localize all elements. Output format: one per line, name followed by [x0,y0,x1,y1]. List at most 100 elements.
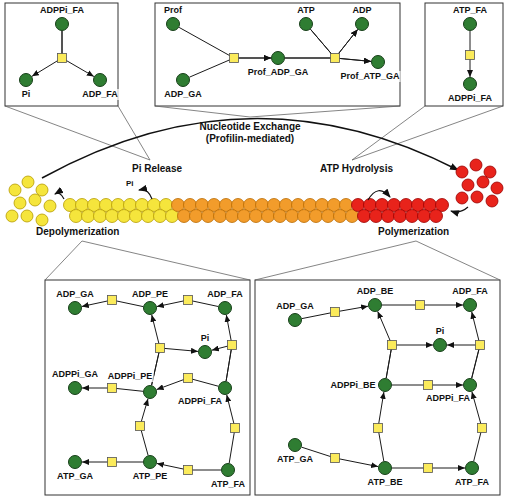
species-label: ADP_GA [275,301,315,312]
reaction-square [184,374,193,383]
actin-monomer [36,214,48,226]
reaction-square [108,458,117,467]
actin-subunit [178,210,191,223]
leader-line [352,106,503,160]
reaction-square [388,341,397,350]
reaction-square [108,384,117,393]
actin-monomer [36,184,48,196]
actin-monomer [462,179,474,191]
species-node: ADPPi_GA [68,381,82,395]
species-label: ATP_BE [367,477,404,488]
actin-subunit [106,210,119,223]
species-label: ADPPi_FA [425,393,471,404]
species-label: ATP_FA [454,477,490,488]
reaction-square [228,341,237,350]
species-node: ATP_FA [221,463,235,477]
leader-line [155,106,400,117]
species-label: Prof_ATP_GA [340,71,401,82]
species-node: ADPPi_PE [143,385,157,399]
actin-subunit [118,210,131,223]
species-label: ADP_FA [81,89,119,100]
actin-subunit [130,210,143,223]
species-label: Prof_ADP_GA [247,67,310,78]
reaction-square [331,54,340,63]
species-label: ADP_GA [55,289,95,300]
process-label: Pi [126,179,134,189]
species-label: ATP_FA [210,479,246,490]
actin-monomer [14,197,26,209]
species-label: ADP_PE [131,289,169,300]
reaction-connector [212,345,232,381]
species-label: ADP [351,5,372,16]
reaction-square [466,51,475,60]
species-label: Pi [200,333,211,344]
reaction-square [416,301,425,310]
reaction-square [58,54,67,63]
actin-monomer [456,166,468,178]
reaction-square [230,54,239,63]
actin-monomer [6,210,18,222]
reaction-square [184,296,193,305]
reaction-square [184,466,193,475]
hydrolysis-arrow [368,191,390,200]
actin-monomer [22,176,34,188]
species-node: Prof_ADP_GA [271,51,285,65]
species-label: ADPPi_BE [329,380,376,391]
actin-subunit [262,210,275,223]
species-node: ADP_GA [176,73,190,87]
actin-monomer [477,176,489,188]
species-node: ATP_GA [288,438,302,452]
actin-subunit [298,210,311,223]
actin-subunit [322,210,335,223]
actin-subunit [202,210,215,223]
species-node: ATP_FA [465,461,479,475]
species-node: ADPPi_FA [463,77,477,91]
species-label: ADPPi_PE [107,371,154,382]
panel-frame [5,3,118,106]
species-node: ADP_FA [93,73,107,87]
species-node: ADP_GA [68,301,82,315]
actin-monomer [29,194,41,206]
actin-monomer [44,200,56,212]
species-label: ATP_GA [56,471,94,482]
process-label: Depolymerization [36,226,119,238]
actin-subunit [250,210,263,223]
actin-monomer [21,210,33,222]
species-label: ATP [296,5,315,16]
actin-subunit [430,210,443,223]
actin-subunit [142,210,155,223]
reaction-connector [386,345,433,378]
actin-subunit [82,210,95,223]
reaction-square [136,422,145,431]
reaction-square [424,381,433,390]
pi-release-arrow [139,190,152,199]
species-node: Pi [433,338,447,352]
species-node: ATP_BE [378,461,392,475]
polymerization-arrow [451,207,468,212]
species-label: ADP_GA [163,89,203,100]
species-node: ADP_PE [143,301,157,315]
reaction-square [231,424,240,433]
species-node: Prof_ATP_GA [371,55,385,69]
reaction-square [476,341,485,350]
actin-subunit [274,210,287,223]
exchange-arc [42,118,458,178]
actin-monomer [456,192,468,204]
species-label: ADPPi_GA [51,369,99,380]
species-node: ATP_GA [68,455,82,469]
reaction-square [156,344,165,353]
species-node: ADPPi_FA [218,381,232,395]
reaction-square [424,464,433,473]
species-node: ADP_BE [368,298,382,312]
process-label: ATP Hydrolysis [320,163,393,175]
actin-subunit [70,210,83,223]
actin-monomer [9,184,21,196]
reaction-square [374,424,383,433]
species-node: ATP_PE [143,455,157,469]
species-label: ATP_PE [132,471,168,482]
species-node: Pi [19,73,33,87]
reaction-square [331,454,340,463]
actin-subunit [358,210,371,223]
species-label: ADP_FA [206,289,244,300]
